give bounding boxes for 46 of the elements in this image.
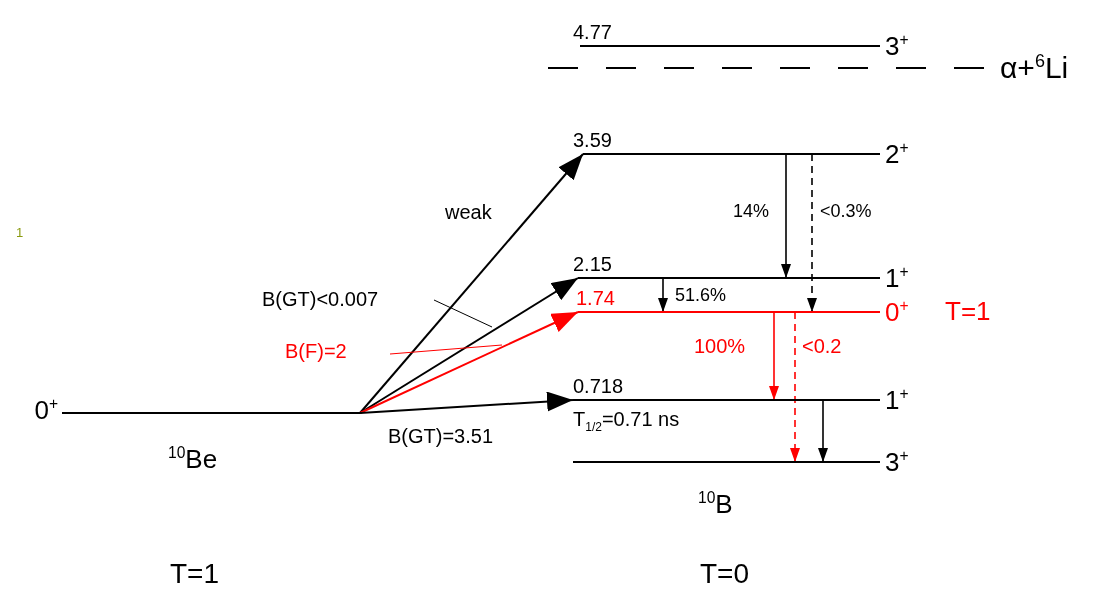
energy-label: 2.15 [573, 254, 612, 274]
edge-label: 51.6% [675, 286, 727, 304]
edge-label: B(GT)=3.51 [388, 426, 494, 446]
transition-arrow [359, 311, 579, 414]
energy-level-line [578, 277, 880, 279]
isospin-label: T=1 [945, 298, 991, 324]
spin-parity-label: 3$^{+}$ [885, 32, 909, 59]
edge-label: 14% [733, 202, 770, 220]
energy-label: 0.718 [573, 376, 624, 396]
spin-parity-label: 3$^{+}$ [885, 448, 909, 475]
spin-parity-label: 0$^{+}$ [34, 396, 58, 423]
half-life-label: T$_{1/2}$=0.71 ns [573, 409, 680, 433]
spin-parity-label: 1$^{+}$ [885, 264, 909, 291]
spin-parity-label: 1$^{+}$ [885, 386, 909, 413]
energy-label: 4.77 [573, 22, 612, 42]
edge-label: <0.3% [820, 202, 872, 220]
edge-label: weak [445, 202, 492, 222]
edge-label: B(GT)<0.007 [262, 289, 379, 309]
transition-arrow [790, 311, 800, 463]
transition-arrow [769, 311, 779, 401]
transition-arrow [807, 153, 817, 313]
transition-arrow [359, 277, 579, 414]
transition-arrow [658, 277, 668, 313]
nucleus-label: $^{10}$Be [168, 445, 218, 472]
energy-level-line [583, 153, 880, 155]
transition-arrow [818, 399, 828, 463]
edge-label: B(F)=2 [285, 341, 347, 361]
energy-label: 1.74 [576, 288, 615, 308]
energy-level-line [580, 45, 880, 47]
transition-arrow [359, 153, 584, 414]
energy-level-line [573, 399, 880, 401]
spin-parity-label: 2$^{+}$ [885, 140, 909, 167]
transition-arrow [781, 153, 791, 279]
energy-level-line [573, 461, 880, 463]
isospin-label: T=0 [700, 560, 750, 588]
stray-mark: 1 [16, 226, 24, 239]
edge-label: 100% [694, 336, 746, 356]
energy-level-line [578, 311, 880, 313]
threshold-label: α+$^{6}$Li [1000, 52, 1069, 83]
energy-label: 3.59 [573, 130, 612, 150]
transition-arrow [359, 391, 574, 414]
energy-level-line [62, 412, 360, 414]
spin-parity-label: 0$^{+}$ [885, 298, 909, 325]
isospin-label: T=1 [170, 560, 220, 588]
nucleus-label: $^{10}$B [698, 490, 733, 517]
edge-label: <0.2 [802, 336, 842, 356]
